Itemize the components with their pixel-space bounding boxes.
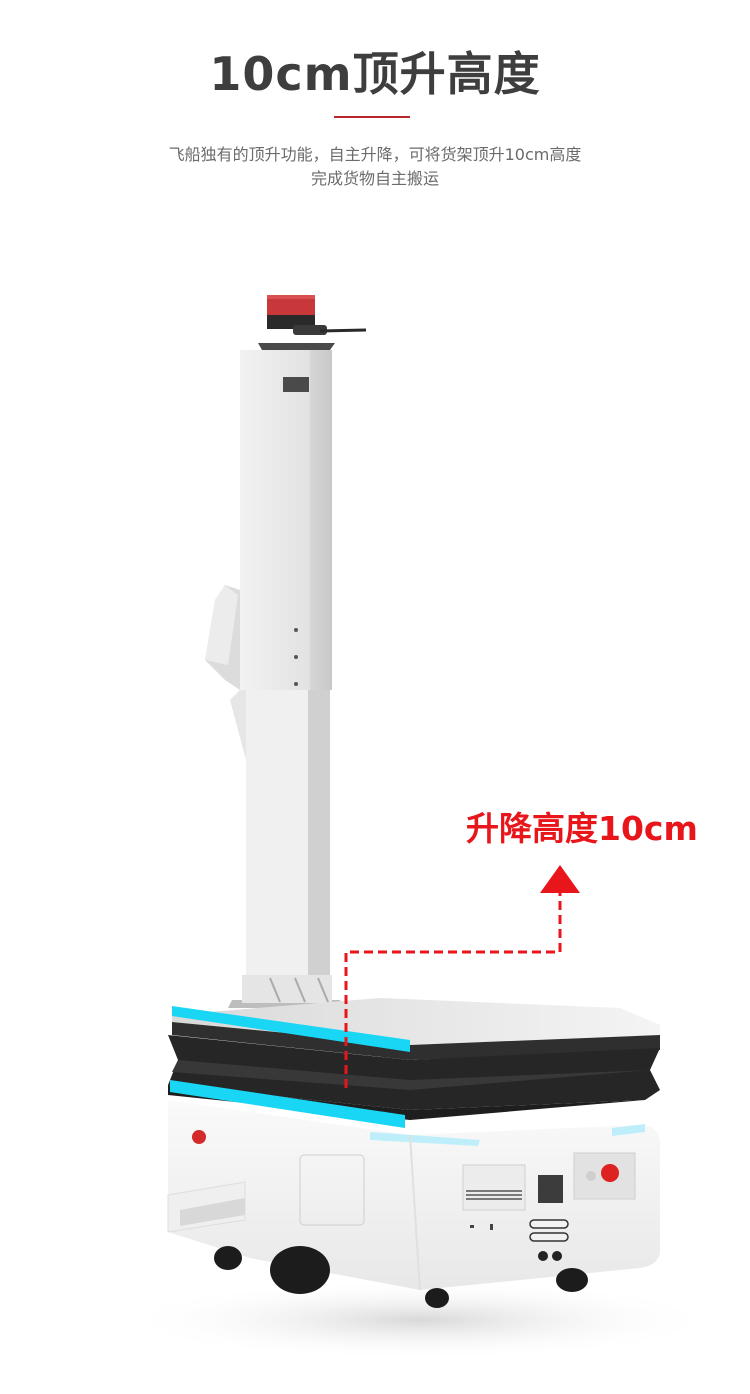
emergency-stop-left-icon xyxy=(192,1130,206,1144)
lift-height-callout: 升降高度10cm xyxy=(466,809,698,848)
display-bracket xyxy=(205,585,240,690)
emergency-stop-rear-icon xyxy=(601,1164,619,1182)
mast-upper xyxy=(240,350,332,690)
mast-lower xyxy=(230,690,330,990)
arrow-up-icon xyxy=(540,865,580,893)
light-strip-bottom xyxy=(170,1080,405,1128)
beacon-light-icon xyxy=(258,295,367,350)
page-title: 10cm顶升高度 xyxy=(209,47,541,101)
subtitle: 飞船独有的顶升功能，自主升降，可将货架顶升10cm高度 完成货物自主搬运 xyxy=(0,143,750,191)
floor-shadow xyxy=(120,1280,720,1360)
subtitle-line-2: 完成货物自主搬运 xyxy=(310,169,439,188)
lift-height-indicator xyxy=(344,893,562,1088)
robot-body xyxy=(167,1100,660,1291)
ethernet-port-icon xyxy=(538,1175,563,1203)
wheels xyxy=(214,1246,588,1308)
light-strip-top xyxy=(172,1006,410,1052)
title-divider xyxy=(334,116,410,118)
subtitle-line-1: 飞船独有的顶升功能，自主升降，可将货架顶升10cm高度 xyxy=(168,145,582,164)
